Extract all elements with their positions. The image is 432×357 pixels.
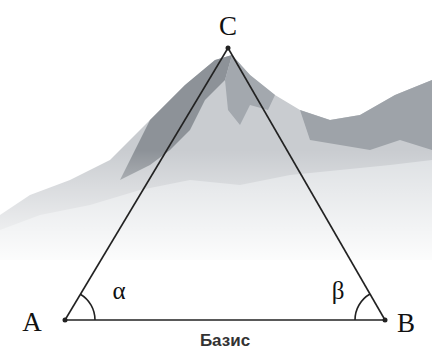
vertex-label: B [397, 310, 415, 337]
angle-label: α [112, 278, 125, 303]
angle-label: β [332, 278, 345, 303]
triangle-lines [65, 48, 385, 320]
base-label: Базис [200, 332, 250, 349]
vertex-label: C [219, 13, 237, 40]
vertex-dots [63, 46, 388, 323]
vertex-label: A [22, 309, 42, 336]
mountain-picture [0, 55, 432, 270]
